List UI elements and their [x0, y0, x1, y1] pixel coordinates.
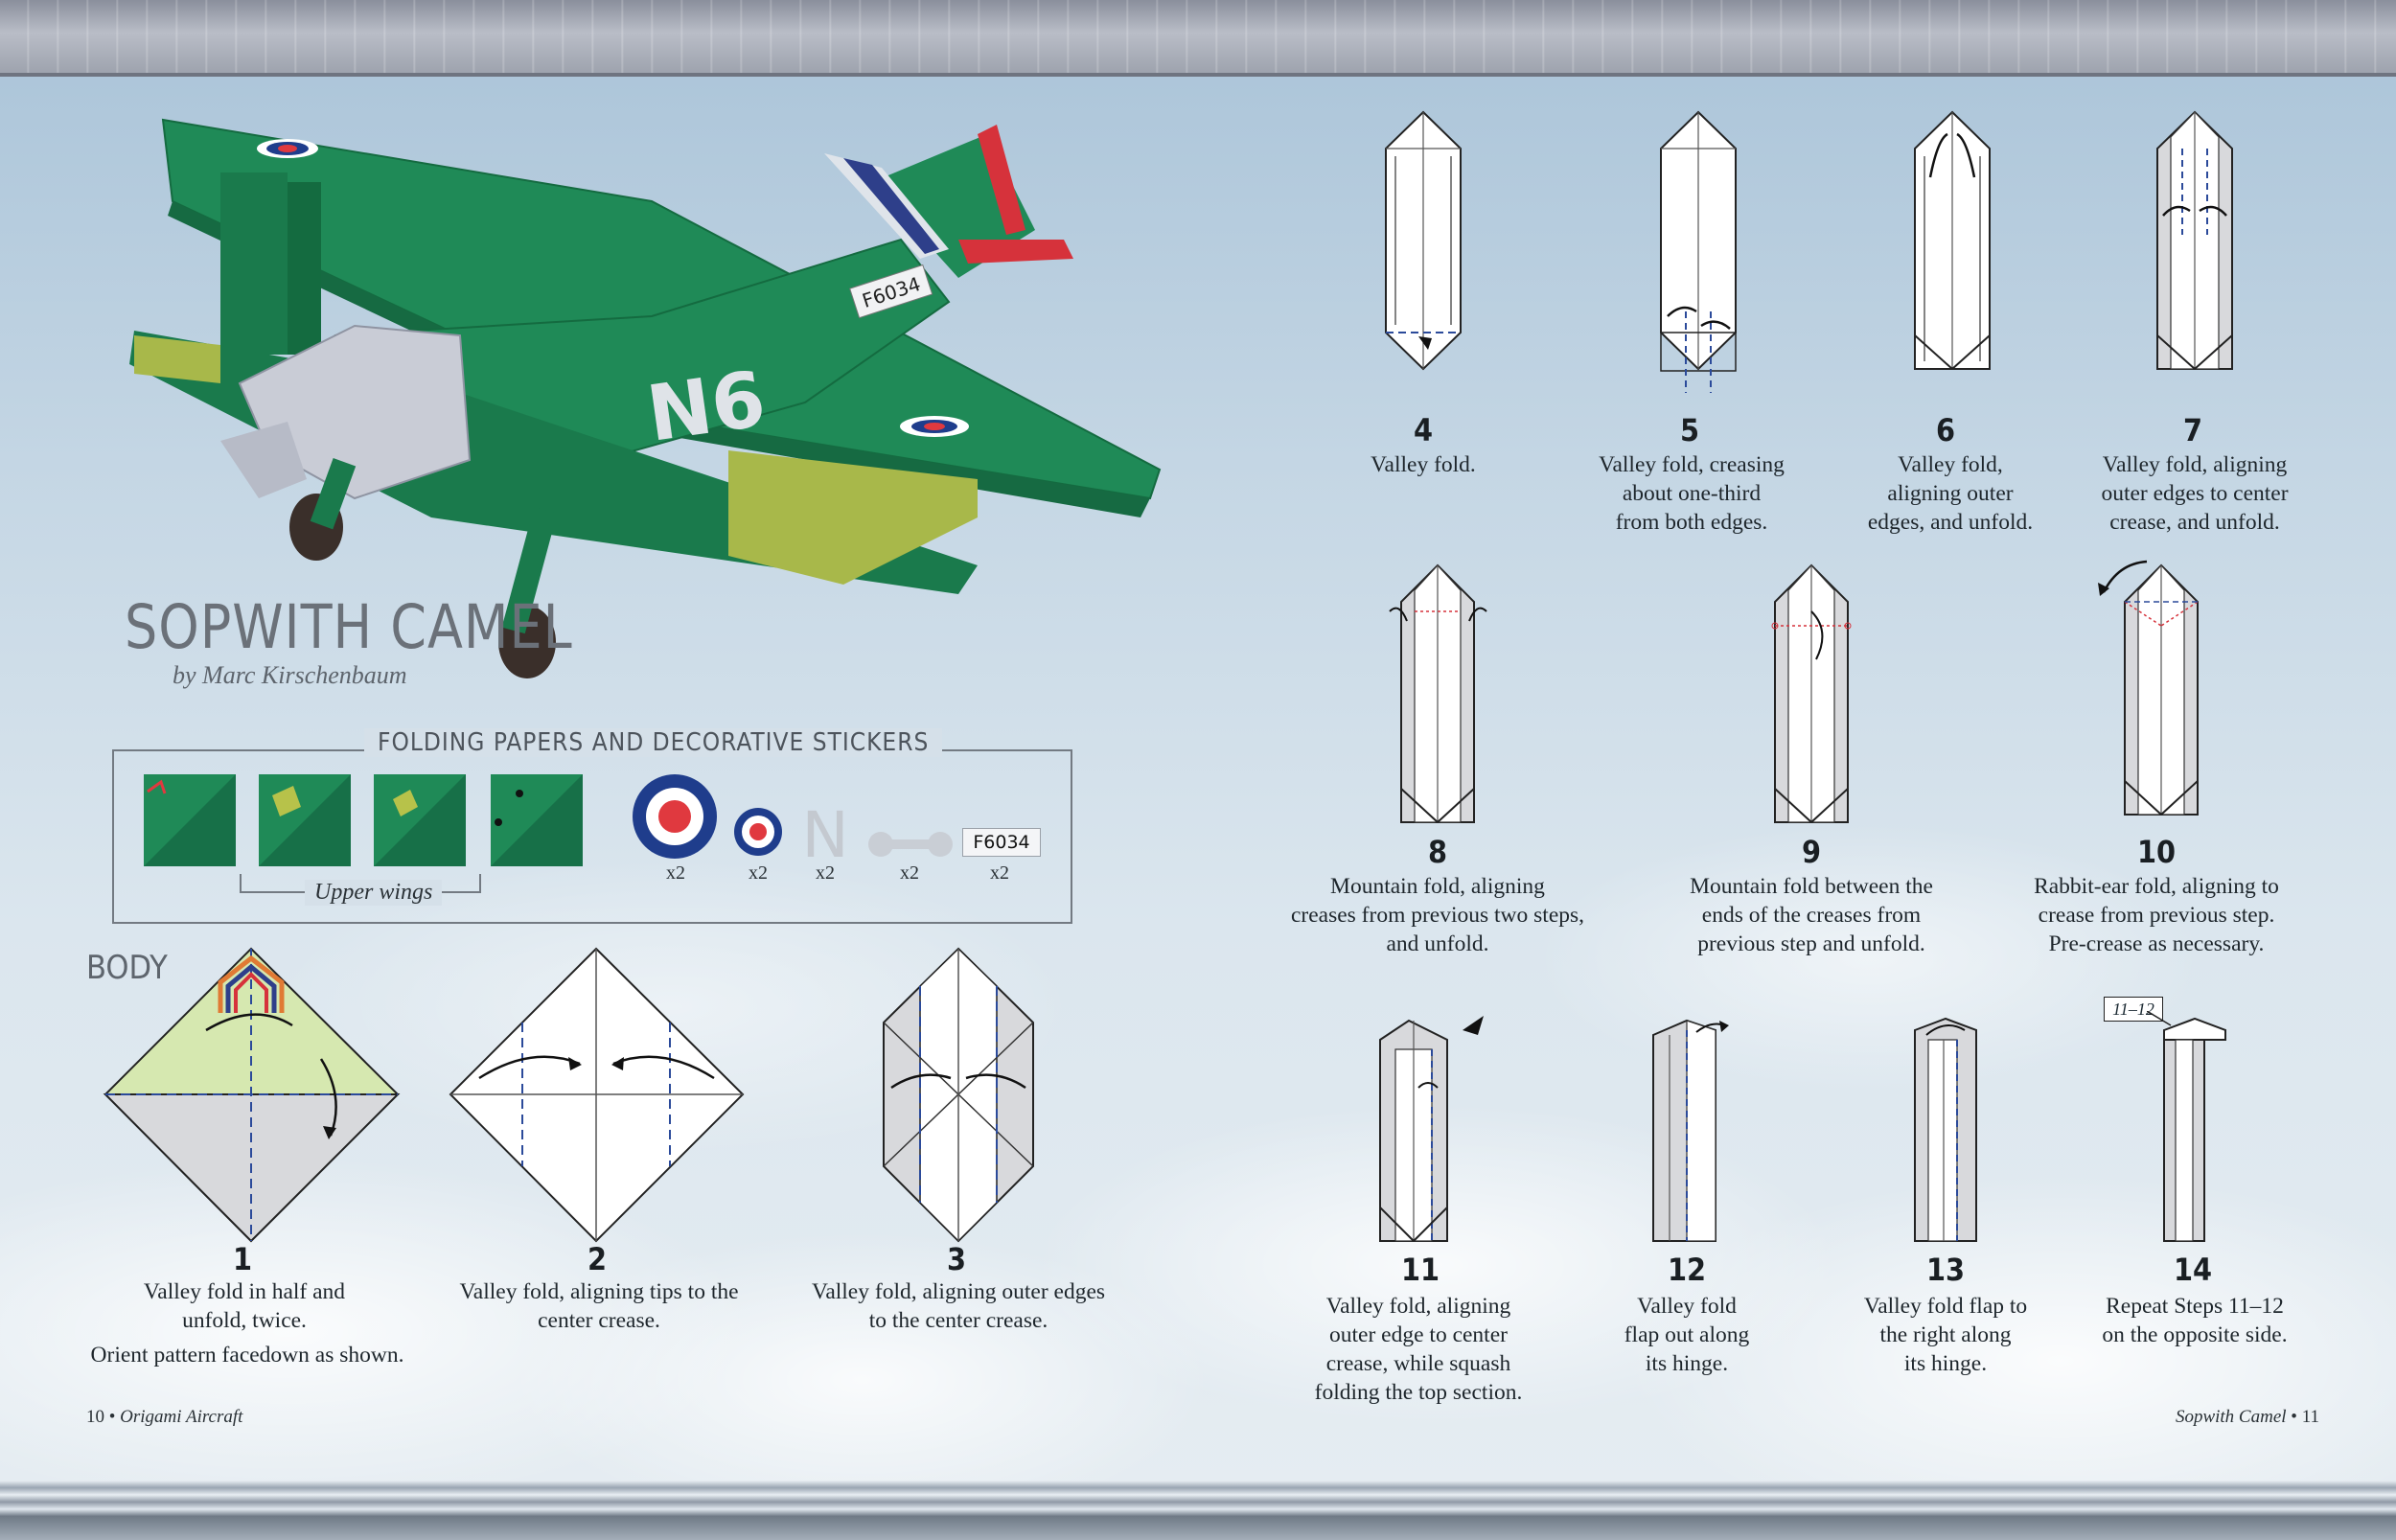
step-number: 13: [1925, 1252, 1966, 1288]
sticker-count: x2: [900, 862, 919, 884]
step-caption: Repeat Steps 11–12 on the opposite side.: [2102, 1294, 2288, 1347]
footer-right: Sopwith Camel • 11: [2128, 1407, 2319, 1428]
step-5-diagram: [1660, 110, 1737, 393]
footer-left: 10 • Origami Aircraft: [86, 1407, 242, 1428]
footer-separator: •: [2291, 1407, 2297, 1427]
step-number: 2: [587, 1241, 608, 1277]
upper-wings-label: Upper wings: [305, 880, 443, 906]
step-7-diagram: [2156, 110, 2233, 370]
step-caption: Valley fold.: [1371, 452, 1476, 477]
step-number: 12: [1667, 1252, 1707, 1288]
step-14-diagram: [2147, 1011, 2226, 1242]
step-caption: Mountain fold between the ends of the cr…: [1690, 874, 1933, 956]
sticker-count: x2: [816, 862, 835, 884]
author-byline: by Marc Kirschenbaum: [173, 661, 407, 689]
step-caption: Valley fold flap out along its hinge.: [1624, 1294, 1750, 1376]
chapter-title: Sopwith Camel: [2175, 1407, 2287, 1427]
step-number: 10: [2136, 834, 2177, 870]
step-4-diagram: [1385, 110, 1462, 371]
step-number: 8: [1427, 834, 1448, 870]
step-8-diagram: [1389, 563, 1487, 823]
step-number: 9: [1801, 834, 1822, 870]
papers-heading: FOLDING PAPERS AND DECORATIVE STICKERS: [364, 728, 943, 757]
paper-sheet-2: [259, 774, 351, 866]
connector-sticker: [868, 832, 953, 857]
top-metal-band: [0, 0, 2396, 77]
page-title: SOPWITH CAMEL: [125, 592, 573, 663]
right-page-number: 11: [2301, 1407, 2319, 1427]
step-1-diagram: [103, 947, 401, 1243]
paper-sheet-3: [374, 774, 466, 866]
step-number: 4: [1413, 412, 1434, 448]
step-2-diagram: [449, 947, 745, 1243]
step-caption: Valley fold, aligning outer edges to the…: [811, 1279, 1106, 1333]
step-number: 5: [1679, 412, 1700, 448]
small-roundel-sticker: [734, 808, 782, 856]
large-roundel-sticker: [633, 774, 717, 859]
step-number: 1: [232, 1241, 253, 1277]
letter-n-sticker: N: [801, 803, 848, 862]
step-11-diagram: [1379, 1016, 1484, 1242]
left-page-number: 10: [86, 1407, 104, 1427]
step-9-diagram: [1771, 563, 1852, 823]
paper-sheet-1: [144, 774, 236, 866]
step-13-diagram: [1914, 1017, 1977, 1242]
step-number: 3: [946, 1241, 967, 1277]
sticker-count: x2: [666, 862, 685, 884]
repeat-tag: 11–12: [2104, 997, 2163, 1022]
letter-n-text: N: [801, 803, 848, 862]
sticker-count: x2: [749, 862, 768, 884]
step-caption: Rabbit-ear fold, aligning to crease from…: [2034, 874, 2279, 956]
step-caption: Mountain fold, aligning creases from pre…: [1290, 874, 1585, 956]
step-3-diagram: [883, 947, 1034, 1243]
step-caption: Valley fold, aligning outer edge to cent…: [1314, 1294, 1523, 1405]
step-10-diagram: [2098, 560, 2199, 816]
step-number: 7: [2182, 412, 2203, 448]
step-caption: Valley fold flap to the right along its …: [1863, 1294, 2028, 1376]
step-number: 14: [2173, 1252, 2213, 1288]
tail-code-sticker: F6034: [962, 828, 1041, 857]
step-number: 6: [1935, 412, 1956, 448]
body-section-label: BODY: [86, 949, 168, 987]
sticker-count: x2: [990, 862, 1009, 884]
step-caption: Valley fold, creasing about one-third fr…: [1599, 452, 1785, 535]
sopwith-camel-photo: F6034 N6: [129, 118, 1162, 678]
step-caption: Valley fold, aligning tips to the center…: [459, 1279, 739, 1333]
step-number: 11: [1400, 1252, 1440, 1288]
bottom-metal-band: [0, 1481, 2396, 1540]
step-12-diagram: [1652, 1019, 1729, 1242]
paper-sheet-4: [491, 774, 583, 866]
footer-separator: •: [108, 1407, 116, 1427]
step-6-diagram: [1914, 110, 1991, 370]
fuselage-letters: N6: [642, 355, 771, 459]
step-caption: Valley fold, aligning outer edges, and u…: [1867, 452, 2034, 535]
book-title: Origami Aircraft: [120, 1407, 243, 1427]
step-caption: Valley fold, aligning outer edges to cen…: [2101, 452, 2289, 535]
step-caption: Valley fold in half and unfold, twice. O…: [90, 1279, 404, 1368]
